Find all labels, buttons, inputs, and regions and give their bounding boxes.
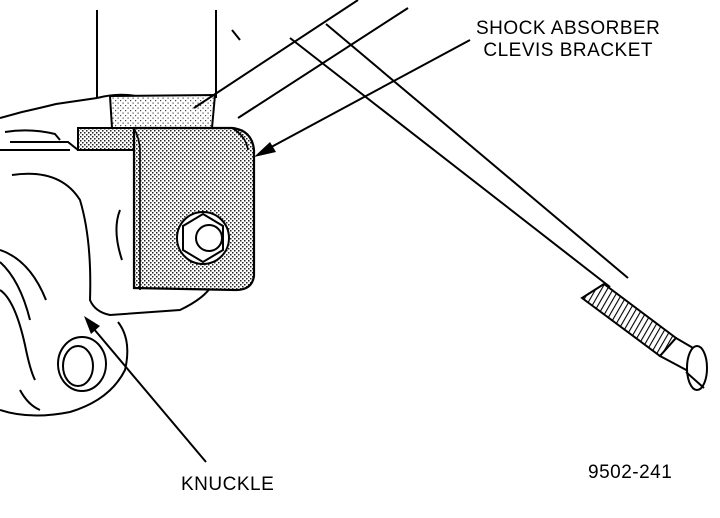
leader-knuckle (84, 316, 207, 463)
shock-absorber-clevis-bracket-label: SHOCK ABSORBER CLEVIS BRACKET (476, 18, 660, 62)
shock-absorber-body (96, 10, 217, 101)
leader-shock-bracket (254, 39, 471, 157)
knuckle-bore (57, 336, 107, 392)
knuckle-label: KNUCKLE (181, 474, 275, 495)
figure-number: 9502-241 (588, 462, 673, 483)
shock-clevis-bracket (132, 126, 256, 292)
tie-rod (193, 0, 629, 288)
tie-rod-threaded-end (580, 282, 708, 391)
label-line-2: CLEVIS BRACKET (483, 40, 653, 61)
bracket-bolt (176, 211, 230, 265)
label-line-1: SHOCK ABSORBER (476, 18, 661, 39)
knuckle (0, 97, 213, 417)
